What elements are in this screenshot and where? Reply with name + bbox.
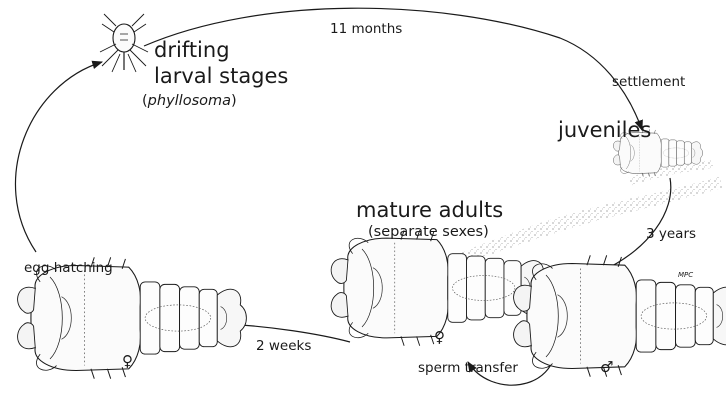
juveniles-title: juveniles xyxy=(558,120,651,141)
mature-adults-title: mature adults xyxy=(356,200,503,221)
paren-close: ) xyxy=(231,93,237,109)
larvae-scientific-name: (phyllosoma) xyxy=(142,94,237,109)
duration-2-weeks: 2 weeks xyxy=(256,340,311,354)
phyllosoma-term: phyllosoma xyxy=(148,93,231,109)
settlement-label: settlement xyxy=(612,76,685,90)
arrow-hatching-to-larvae xyxy=(15,62,102,252)
male-symbol: ♂ xyxy=(600,360,613,375)
duration-11-months: 11 months xyxy=(330,23,402,37)
duration-3-years: 3 years xyxy=(646,228,696,242)
female-symbol-mature: ♀ xyxy=(434,330,445,345)
mature-male-lobster xyxy=(514,255,726,376)
female-symbol-egg: ♀ xyxy=(122,354,133,369)
phyllosoma-larva xyxy=(100,14,148,72)
egg-hatching-label: egg hatching xyxy=(24,262,113,276)
sperm-transfer-label: sperm transfer xyxy=(418,362,518,376)
larvae-title-line1: drifting xyxy=(154,40,230,61)
artist-signature: MPC xyxy=(678,272,693,279)
larvae-title-line2: larval stages xyxy=(154,66,288,87)
separate-sexes-subtitle: (separate sexes) xyxy=(368,225,489,240)
